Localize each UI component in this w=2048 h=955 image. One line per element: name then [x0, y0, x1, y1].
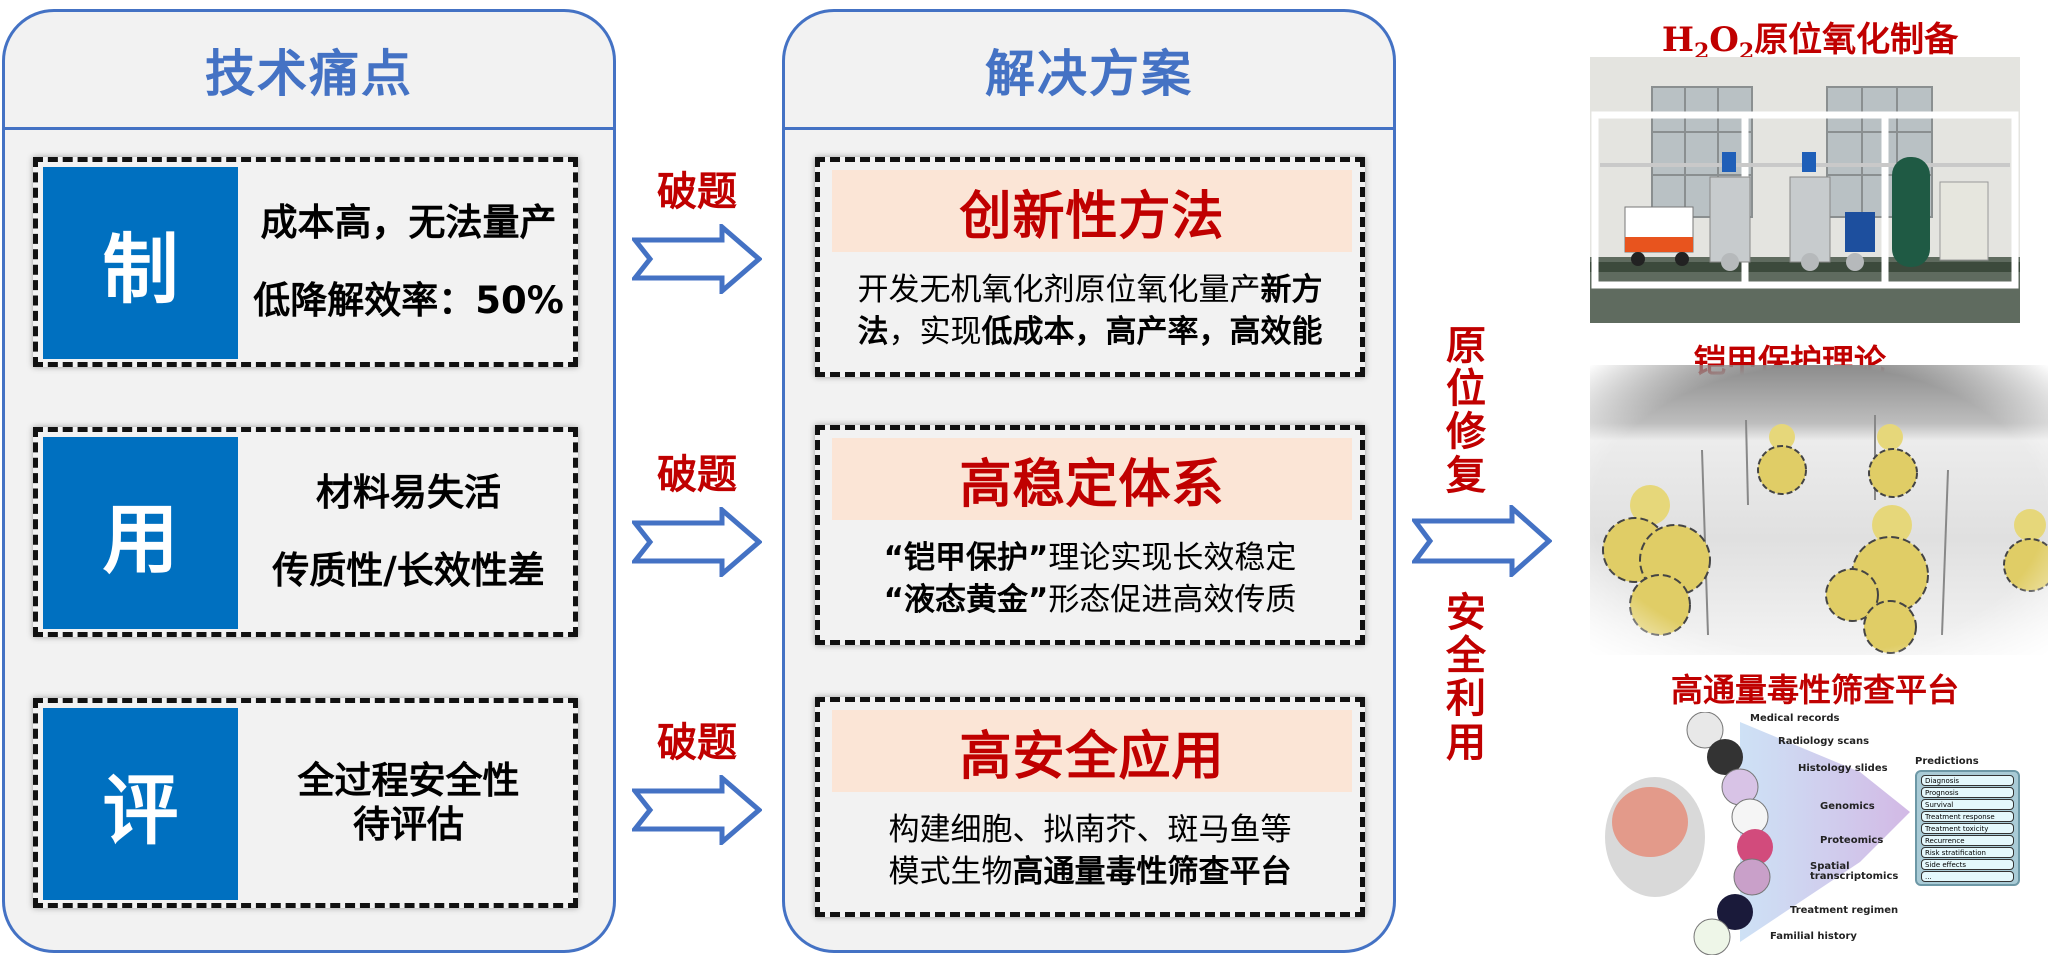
pain-card-production: 制 成本高，无法量产 低降解效率：50% — [33, 157, 578, 367]
solution-line: “铠甲保护”理论实现长效稳定 — [884, 538, 1297, 580]
emphasis-text: 新方 — [1260, 272, 1323, 309]
solutions-panel: 解决方案 创新性方法 开发无机氧化剂原位氧化量产新方法，实现低成本，高产率，高效… — [782, 9, 1396, 953]
prediction-item: Survival — [1921, 799, 2014, 810]
predictions-box: Diagnosis Prognosis Survival Treatment r… — [1915, 770, 2020, 886]
pain-line: 传质性/长效性差 — [272, 549, 545, 592]
hollow-arrow-icon — [632, 507, 762, 577]
emphasis-text: 低成本，高产率，高效能 — [981, 314, 1323, 350]
screening-figure-title: 高通量毒性筛查平台 — [1670, 671, 1959, 709]
transition-arrow-1: 破题 — [632, 172, 762, 294]
body-text: 模式生物 — [888, 854, 1013, 890]
solution-body: “铠甲保护”理论实现长效稳定“液态黄金”形态促进高效传质 — [828, 526, 1352, 634]
network-art — [1605, 712, 1910, 955]
body-text: 开发无机氧化剂原位氧化量产 — [857, 272, 1261, 309]
input-label: Treatment regimen — [1790, 905, 1899, 916]
body-text: 构建细胞、拟南芥、斑马鱼等 — [888, 812, 1292, 849]
prediction-item: Treatment response — [1921, 811, 2014, 822]
input-label: Proteomics — [1820, 835, 1884, 846]
emphasis-text: “液态黄金” — [883, 582, 1049, 618]
pain-points-title: 技术痛点 — [5, 12, 613, 130]
solution-line: 模式生物高通量毒性筛查平台 — [889, 852, 1292, 894]
emphasis-text: 法 — [857, 314, 889, 350]
pain-line: 全过程安全性 — [297, 758, 520, 802]
solution-body: 开发无机氧化剂原位氧化量产新方法，实现低成本，高产率，高效能 — [828, 258, 1352, 366]
pain-points-panel: 技术痛点 制 成本高，无法量产 低降解效率：50% 用 材料易失活 传质性/长效… — [2, 9, 616, 953]
screening-platform-diagram: Medical records Radiology scans Histolog… — [1590, 712, 2048, 955]
solution-line: “液态黄金”形态促进高效传质 — [884, 580, 1297, 622]
pain-text: 全过程安全性 待评估 — [248, 703, 569, 903]
solution-line: 法，实现低成本，高产率，高效能 — [858, 312, 1323, 354]
outcome-label-safe-use: 安全利用 — [1446, 590, 1486, 766]
body-text: ，实现 — [888, 314, 982, 350]
pain-badge: 用 — [43, 437, 238, 629]
pain-badge: 制 — [43, 167, 238, 359]
armored-particle — [1602, 449, 1711, 636]
armor-protection-illustration — [1590, 365, 2048, 655]
transition-label: 破题 — [657, 452, 737, 498]
h2o2-equipment-photo — [1590, 57, 2020, 323]
input-label: Medical records — [1750, 713, 1840, 724]
prediction-item: ... — [1921, 871, 2014, 882]
h2o2-figure-title: H2O2原位氧化制备 — [1600, 12, 2020, 65]
pain-card-usage: 用 材料易失活 传质性/长效性差 — [33, 427, 578, 637]
solutions-title: 解决方案 — [785, 12, 1393, 130]
prediction-item: Treatment toxicity — [1921, 823, 2014, 834]
input-label: Genomics — [1820, 801, 1875, 812]
prediction-item: Recurrence — [1921, 835, 2014, 846]
transition-arrow-2: 破题 — [632, 455, 762, 577]
pain-badge: 评 — [43, 708, 238, 900]
formula-h: H — [1661, 20, 1694, 60]
solution-body: 构建细胞、拟南芥、斑马鱼等模式生物高通量毒性筛查平台 — [828, 798, 1352, 906]
hollow-arrow-icon — [632, 224, 762, 294]
pain-text: 成本高，无法量产 低降解效率：50% — [248, 162, 569, 362]
emphasis-text: “铠甲保护” — [883, 540, 1049, 577]
outcome-label-remediation: 原位修复 — [1446, 323, 1486, 499]
factory-illustration — [1590, 57, 2020, 323]
prediction-item: Side effects — [1921, 859, 2014, 870]
input-label: Histology slides — [1798, 763, 1888, 774]
formula-o: O — [1709, 20, 1739, 60]
pain-line: 材料易失活 — [316, 470, 501, 514]
armored-particle — [1825, 469, 1949, 654]
solution-line: 构建细胞、拟南芥、斑马鱼等 — [889, 810, 1292, 852]
prediction-item: Risk stratification — [1921, 847, 2014, 858]
armored-particles-art — [1602, 415, 2048, 654]
input-label: Radiology scans — [1778, 736, 1870, 747]
solution-heading: 高安全应用 — [832, 710, 1352, 792]
hollow-arrow-icon — [632, 775, 762, 845]
solution-heading: 高稳定体系 — [832, 438, 1352, 520]
solution-heading: 创新性方法 — [832, 170, 1352, 252]
h2o2-title-text: 原位氧化制备 — [1754, 20, 1959, 60]
transition-label: 破题 — [657, 720, 737, 766]
transition-arrow-3: 破题 — [632, 723, 762, 845]
pain-line: 成本高，无法量产 — [260, 200, 557, 244]
pain-text: 材料易失活 传质性/长效性差 — [248, 432, 569, 632]
armored-particle — [1745, 419, 1807, 506]
transition-label: 破题 — [657, 169, 737, 215]
armored-particle — [2003, 509, 2048, 592]
predictions-title: Predictions — [1915, 756, 1979, 767]
input-label: Familial history — [1770, 931, 1857, 942]
prediction-item: Diagnosis — [1921, 775, 2014, 786]
input-label: Spatial transcriptomics — [1810, 861, 1899, 882]
solution-line: 开发无机氧化剂原位氧化量产新方 — [858, 270, 1323, 312]
outcome-arrow-icon — [1412, 505, 1552, 577]
pain-card-evaluation: 评 全过程安全性 待评估 — [33, 698, 578, 908]
pain-line: 待评估 — [353, 803, 464, 846]
solution-card-method: 创新性方法 开发无机氧化剂原位氧化量产新方法，实现低成本，高产率，高效能 — [815, 157, 1365, 377]
body-text: 形态促进高效传质 — [1048, 582, 1297, 618]
armored-particle — [1868, 415, 1918, 500]
solution-card-stability: 高稳定体系 “铠甲保护”理论实现长效稳定“液态黄金”形态促进高效传质 — [815, 425, 1365, 645]
pain-line: 低降解效率：50% — [253, 279, 564, 322]
emphasis-text: 高通量毒性筛查平台 — [1012, 854, 1292, 890]
solution-card-safety: 高安全应用 构建细胞、拟南芥、斑马鱼等模式生物高通量毒性筛查平台 — [815, 697, 1365, 917]
body-text: 理论实现长效稳定 — [1048, 540, 1297, 577]
prediction-item: Prognosis — [1921, 787, 2014, 798]
